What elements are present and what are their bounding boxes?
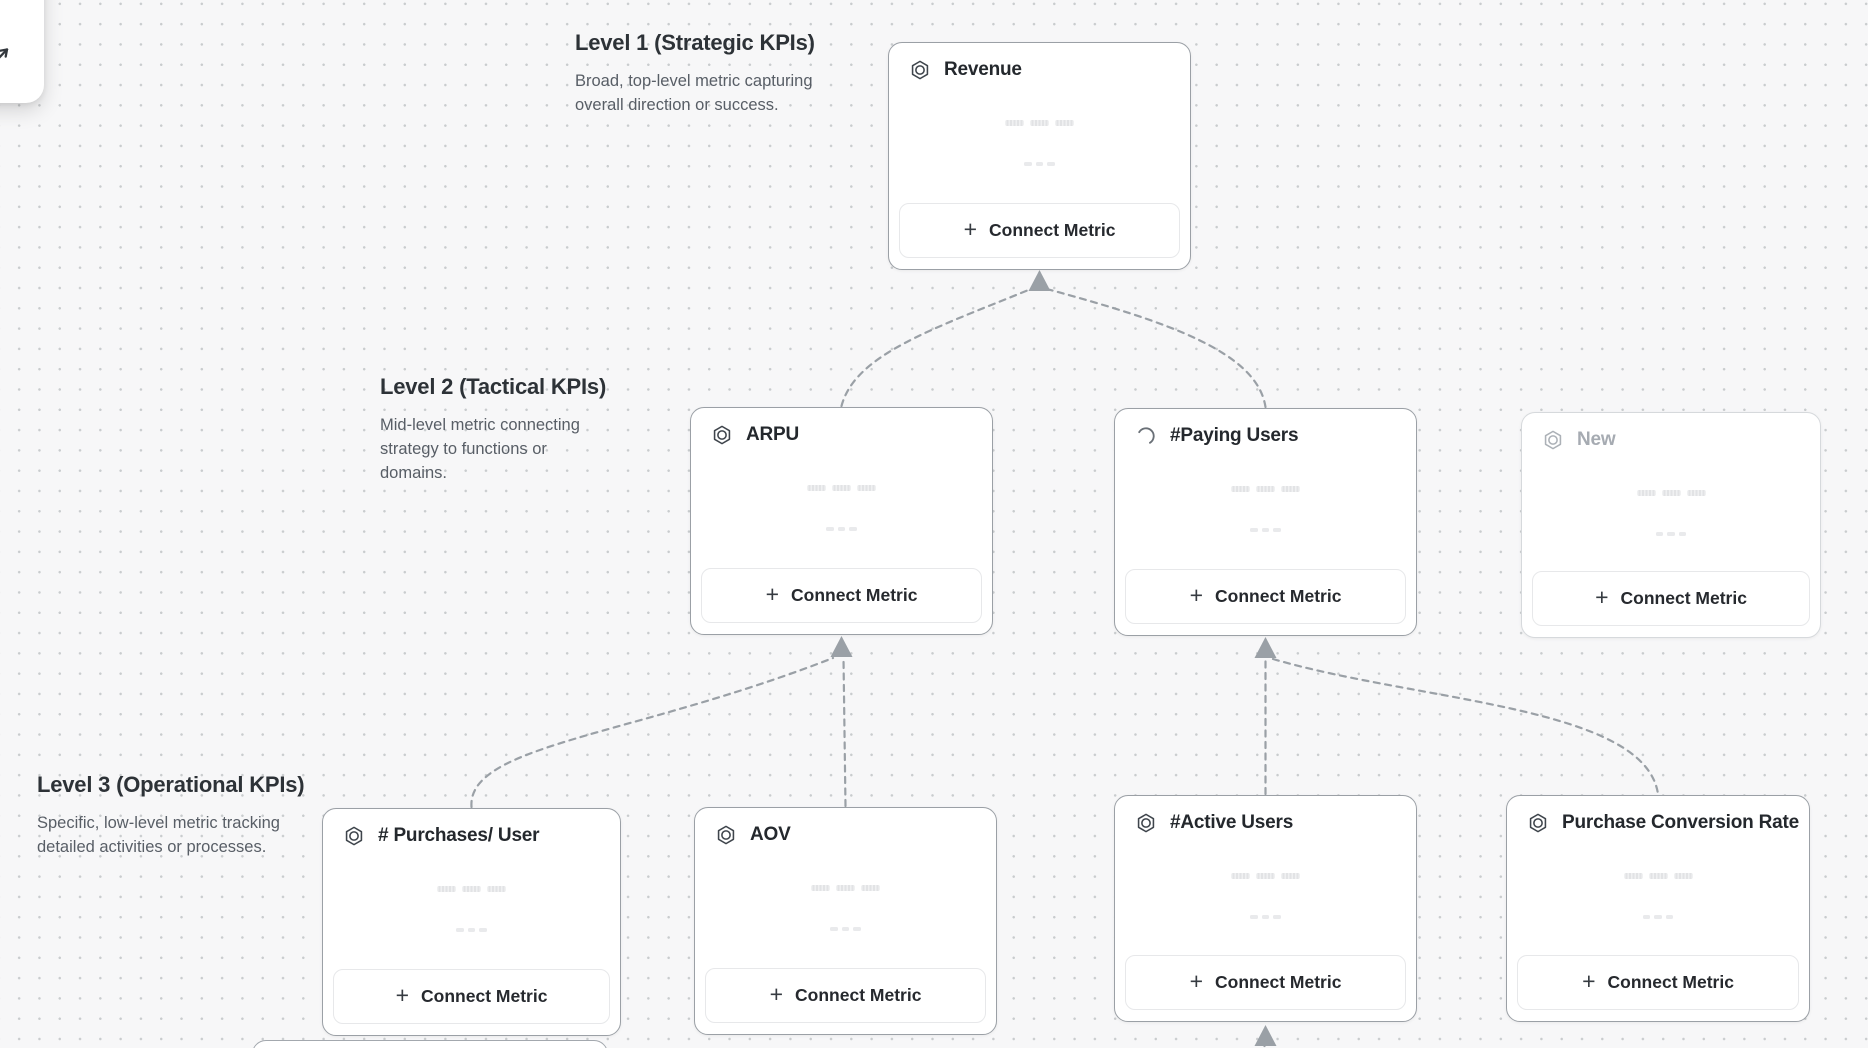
metric-hexagon-icon	[909, 59, 931, 81]
metric-hexagon-icon	[1527, 812, 1549, 834]
card-header: #Active Users	[1115, 796, 1416, 834]
connect-metric-button[interactable]: + Connect Metric	[1125, 569, 1406, 624]
level-3-title: Level 3 (Operational KPIs)	[37, 772, 305, 797]
metric-card-partial-bottom[interactable]	[252, 1040, 608, 1048]
plus-icon: +	[1189, 582, 1204, 608]
metric-card-purchases-per-user[interactable]: # Purchases/ User + Connect Metric	[322, 808, 621, 1036]
metric-hexagon-icon	[711, 424, 733, 446]
metric-card-paying-users[interactable]: #Paying Users + Connect Metric	[1114, 408, 1417, 636]
connect-metric-button[interactable]: + Connect Metric	[1125, 955, 1406, 1010]
connect-metric-button[interactable]: + Connect Metric	[1517, 955, 1799, 1010]
metric-card-title: Revenue	[944, 59, 1022, 80]
connect-metric-label: Connect Metric	[791, 585, 918, 605]
metric-placeholder-skeleton	[1115, 486, 1416, 492]
connect-metric-button[interactable]: + Connect Metric	[705, 968, 986, 1023]
metric-hexagon-icon	[715, 824, 737, 846]
connect-metric-label: Connect Metric	[989, 220, 1116, 240]
metric-placeholder-skeleton	[1507, 915, 1809, 919]
metric-hexagon-icon	[1135, 812, 1157, 834]
metric-card-purchase-conversion-rate[interactable]: Purchase Conversion Rate + Connect Metri…	[1506, 795, 1810, 1022]
metric-hexagon-icon	[1542, 429, 1564, 451]
metric-card-arpu[interactable]: ARPU + Connect Metric	[690, 407, 993, 635]
connect-metric-label: Connect Metric	[795, 985, 922, 1005]
card-header: # Purchases/ User	[323, 809, 620, 847]
metric-card-aov[interactable]: AOV + Connect Metric	[694, 807, 997, 1035]
plus-icon: +	[395, 982, 410, 1008]
cursor-arrow-icon	[0, 44, 14, 71]
metric-card-new[interactable]: New + Connect Metric	[1521, 412, 1821, 638]
metric-placeholder-skeleton	[1507, 873, 1809, 879]
metric-card-title: New	[1577, 429, 1616, 450]
plus-icon: +	[1189, 968, 1204, 994]
spinner-icon	[1135, 425, 1157, 447]
card-header: New	[1522, 413, 1820, 451]
plus-icon: +	[963, 216, 978, 242]
metric-card-active-users[interactable]: #Active Users + Connect Metric	[1114, 795, 1417, 1022]
plus-icon: +	[769, 981, 784, 1007]
connect-metric-label: Connect Metric	[1215, 972, 1342, 992]
card-header: ARPU	[691, 408, 992, 446]
metric-card-title: Purchase Conversion Rate	[1562, 812, 1800, 833]
metric-card-title: #Paying Users	[1170, 425, 1299, 446]
level-2-label: Level 2 (Tactical KPIs) Mid-level metric…	[380, 374, 608, 485]
connect-metric-label: Connect Metric	[1215, 586, 1342, 606]
plus-icon: +	[765, 581, 780, 607]
metric-card-title: # Purchases/ User	[378, 825, 540, 846]
level-2-description: Mid-level metric connecting strategy to …	[380, 416, 580, 482]
metric-placeholder-skeleton	[889, 162, 1190, 166]
metric-placeholder-skeleton	[1522, 490, 1820, 496]
metric-placeholder-skeleton	[691, 485, 992, 491]
metric-card-title: #Active Users	[1170, 812, 1294, 833]
metric-hexagon-icon	[343, 825, 365, 847]
metric-placeholder-skeleton	[1115, 528, 1416, 532]
metric-placeholder-skeleton	[695, 885, 996, 891]
plus-icon: +	[1595, 584, 1609, 610]
connect-metric-button[interactable]: + Connect Metric	[1532, 571, 1810, 626]
connect-metric-button[interactable]: + Connect Metric	[701, 568, 982, 623]
metric-placeholder-skeleton	[695, 927, 996, 931]
metric-card-title: ARPU	[746, 424, 800, 445]
card-header: Revenue	[889, 43, 1190, 81]
card-header: #Paying Users	[1115, 409, 1416, 447]
metric-placeholder-skeleton	[1115, 915, 1416, 919]
level-1-label: Level 1 (Strategic KPIs) Broad, top-leve…	[575, 30, 827, 117]
card-header: Purchase Conversion Rate	[1507, 796, 1809, 834]
level-3-description: Specific, low-level metric tracking deta…	[37, 814, 280, 856]
connect-metric-label: Connect Metric	[421, 986, 548, 1006]
connect-metric-button[interactable]: + Connect Metric	[333, 969, 610, 1024]
connect-metric-label: Connect Metric	[1620, 588, 1747, 608]
plus-icon: +	[1582, 968, 1596, 994]
card-header: AOV	[695, 808, 996, 846]
connect-metric-button[interactable]: + Connect Metric	[899, 203, 1180, 258]
metric-placeholder-skeleton	[889, 120, 1190, 126]
level-2-title: Level 2 (Tactical KPIs)	[380, 374, 607, 399]
metric-placeholder-skeleton	[323, 886, 620, 892]
connect-metric-label: Connect Metric	[1607, 972, 1734, 992]
tool-panel[interactable]	[0, 0, 44, 103]
level-3-label: Level 3 (Operational KPIs) Specific, low…	[37, 772, 305, 859]
level-1-description: Broad, top-level metric capturing overal…	[575, 72, 813, 114]
metric-card-title: AOV	[750, 824, 791, 845]
metric-placeholder-skeleton	[1522, 532, 1820, 536]
metric-card-revenue[interactable]: Revenue + Connect Metric	[888, 42, 1191, 270]
metric-placeholder-skeleton	[691, 527, 992, 531]
metric-placeholder-skeleton	[1115, 873, 1416, 879]
metric-placeholder-skeleton	[323, 928, 620, 932]
level-1-title: Level 1 (Strategic KPIs)	[575, 30, 815, 55]
